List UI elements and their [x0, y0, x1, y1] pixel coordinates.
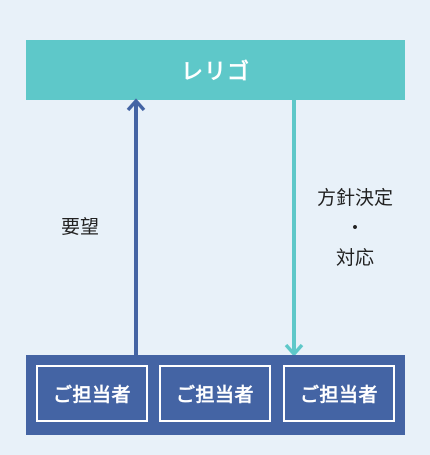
client-person-1: ご担当者: [36, 365, 148, 422]
response-arrowhead: [284, 343, 304, 357]
response-label-line2: ・: [345, 217, 365, 239]
clients-box: ご担当者 ご担当者 ご担当者: [26, 355, 405, 435]
response-label-line1: 方針決定: [316, 187, 393, 209]
client-person-3: ご担当者: [283, 365, 395, 422]
client-person-2: ご担当者: [159, 365, 271, 422]
company-name: レリゴ: [180, 60, 250, 85]
company-box: レリゴ: [26, 40, 405, 100]
request-label: 要望: [60, 216, 99, 238]
response-label-line3: 対応: [335, 247, 374, 269]
request-arrowhead: [126, 98, 146, 112]
response-label: 方針決定 ・ 対応: [300, 183, 410, 273]
